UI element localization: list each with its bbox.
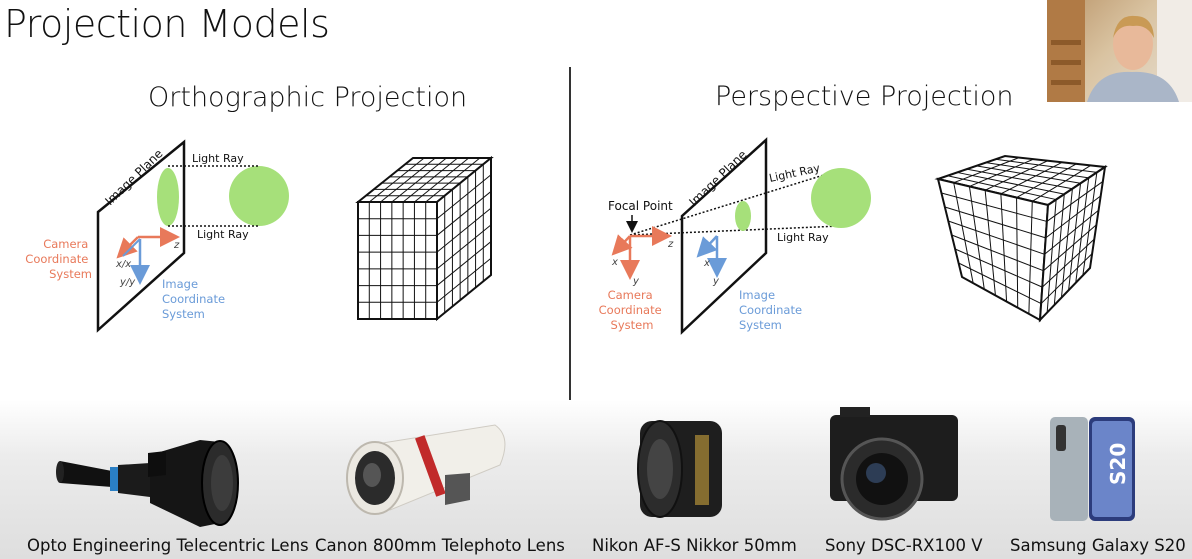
product-caption-telecentric: Opto Engineering Telecentric Lens (27, 536, 309, 555)
persp-image-x-axis (696, 235, 718, 258)
orthographic-title: Orthographic Projection (148, 82, 468, 113)
persp-projected-sphere (735, 201, 751, 231)
persp-light-ray-bottom-label: Light Ray (777, 231, 829, 244)
projected-sphere (157, 168, 179, 226)
persp-camera-coord-label: Camera Coordinate System (599, 288, 666, 332)
sony-camera-image (830, 407, 958, 521)
image-plane (96, 139, 186, 333)
product-caption-samsung: Samsung Galaxy S20 (1010, 536, 1186, 555)
persp-axis-x-label: x (611, 257, 618, 268)
focal-point-label: Focal Point (608, 199, 673, 213)
image-plane-label: Image Plane (102, 146, 165, 208)
persp-axis-y-label: y (632, 276, 640, 287)
persp-sphere-object (811, 168, 871, 228)
persp-image-plane (680, 137, 768, 335)
product-caption-canon: Canon 800mm Telephoto Lens (315, 536, 565, 555)
telecentric-lens-image (56, 440, 239, 527)
light-ray-top-label: Light Ray (192, 152, 244, 165)
axis-xy-label: x/x (115, 259, 131, 270)
telephoto-lens-image (346, 424, 506, 515)
perspective-title: Perspective Projection (715, 81, 1014, 112)
page-title: Projection Models (4, 2, 330, 46)
persp-img-x-label: x (703, 258, 710, 269)
image-x-axis (122, 238, 141, 257)
product-caption-nikon: Nikon AF-S Nikkor 50mm (592, 536, 797, 555)
persp-light-ray-top (629, 169, 841, 236)
presenter-webcam (1047, 0, 1192, 102)
persp-light-ray-top-label: Light Ray (768, 161, 822, 185)
image-coord-label: Image Coordinate System (162, 277, 229, 321)
nikon-lens-image (637, 420, 722, 518)
perspective-cube (934, 154, 1108, 323)
camera-x-axis (116, 236, 139, 259)
section-divider (569, 67, 571, 559)
orthographic-cube (355, 155, 494, 322)
orthographic-diagram: Image Plane Light Ray Light Ray z x/x y/… (25, 139, 494, 333)
svg-text:S20: S20 (1106, 443, 1130, 485)
product-caption-sony: Sony DSC-RX100 V (825, 536, 983, 555)
persp-camera-x-axis (611, 234, 633, 256)
perspective-diagram: Image Plane Light Ray Light Ray Focal Po… (599, 137, 1108, 335)
persp-axis-z-label: z (667, 239, 674, 250)
product-photos: S20 (56, 407, 1135, 527)
axis-yy-label: y/y (119, 277, 136, 288)
persp-light-ray-bottom (629, 225, 841, 236)
persp-image-plane-label: Image Plane (686, 147, 749, 209)
persp-image-coord-label: Image Coordinate System (739, 288, 806, 332)
light-ray-bottom-label: Light Ray (197, 228, 249, 241)
persp-img-y-label: y (712, 276, 720, 287)
camera-coord-label: Camera Coordinate System (25, 237, 92, 281)
axis-z-label: z (173, 240, 180, 251)
sphere-object (229, 166, 289, 226)
samsung-phone-image: S20 (1050, 417, 1135, 521)
